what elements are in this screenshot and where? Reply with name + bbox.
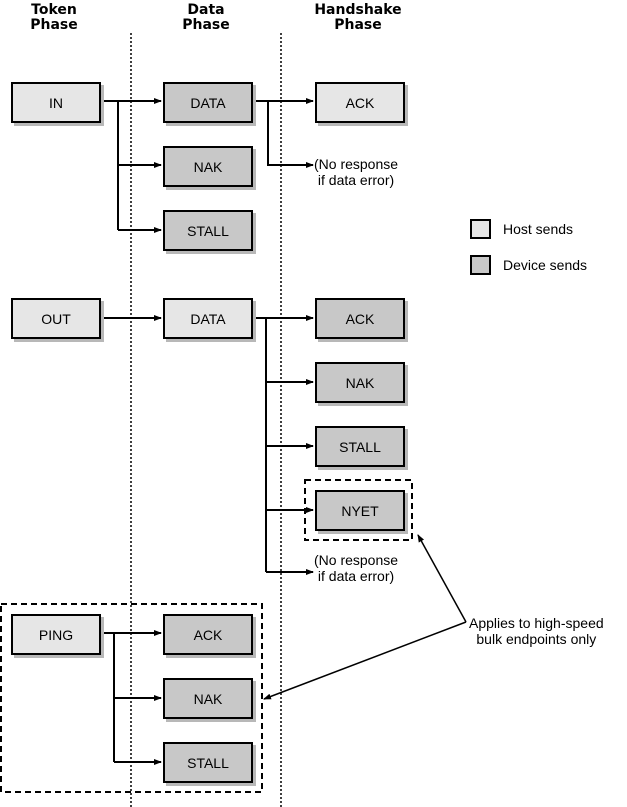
out-stall-label: STALL [339,438,381,455]
data-branch-line [267,101,314,168]
in-nak-box: NAK [163,146,253,187]
in-data-label: DATA [190,94,226,111]
annotation-line1: Applies to high-speed [469,615,604,631]
annotation-pointer-nyet [417,534,467,623]
out-nyet-box: NYET [315,490,405,531]
out-nak-box: NAK [315,362,405,403]
annotation-line2: bulk endpoints only [476,631,597,647]
in-ack-label: ACK [345,94,375,111]
out-data-label: DATA [190,310,226,327]
nyet-highlight-group [304,479,413,541]
out-ack-label: ACK [345,310,375,327]
in-nak-label: NAK [193,158,223,175]
in-no-response-note: (No response if data error) [314,156,398,188]
in-token-label: IN [49,94,63,111]
ping-nak-label: NAK [193,690,223,707]
ping-highlight-group [0,603,263,793]
in-token-box: IN [11,82,101,123]
handshake-phase-header: Handshake Phase [303,3,413,33]
device-sends-swatch [470,255,491,275]
ping-token-label: PING [38,626,74,643]
ping-ack-label: ACK [193,626,223,643]
ping-nak-box: NAK [163,678,253,719]
out-nyet-label: NYET [341,502,379,519]
ping-stall-box: STALL [163,742,253,783]
token-phase-header: Token Phase [0,3,109,33]
token-phase-header-line1: Token [31,2,77,18]
data-phase-header-line1: Data [187,2,225,18]
in-data-box: DATA [163,82,253,123]
token-phase-header-line2: Phase [30,17,78,33]
ping-stall-label: STALL [187,754,229,771]
data-phase-header: Data Phase [151,3,261,33]
device-sends-label: Device sends [503,257,588,273]
in-stall-box: STALL [163,210,253,251]
out-token-label: OUT [41,310,71,327]
in-no-response-line1: (No response [314,156,399,172]
in-no-response-line2: if data error) [317,172,395,188]
legend-device-sends: Device sends [470,255,587,275]
annotation-pointer-ping [263,621,467,700]
legend-host-sends: Host sends [470,219,573,239]
handshake-phase-header-line2: Phase [334,17,382,33]
high-speed-annotation: Applies to high-speed bulk endpoints onl… [469,615,604,647]
out-ack-box: ACK [315,298,405,339]
data-phase-header-line2: Phase [182,17,230,33]
host-sends-label: Host sends [503,221,574,237]
out-data-box: DATA [163,298,253,339]
out-token-box: OUT [11,298,101,339]
ping-token-box: PING [11,614,101,655]
out-no-response-note: (No response if data error) [314,552,398,584]
ping-ack-box: ACK [163,614,253,655]
handshake-phase-header-line1: Handshake [314,2,402,18]
out-no-response-line1: (No response [314,552,399,568]
out-stall-box: STALL [315,426,405,467]
in-stall-label: STALL [187,222,229,239]
in-ack-box: ACK [315,82,405,123]
host-sends-swatch [470,219,491,239]
out-nak-label: NAK [345,374,375,391]
out-no-response-line2: if data error) [317,568,395,584]
